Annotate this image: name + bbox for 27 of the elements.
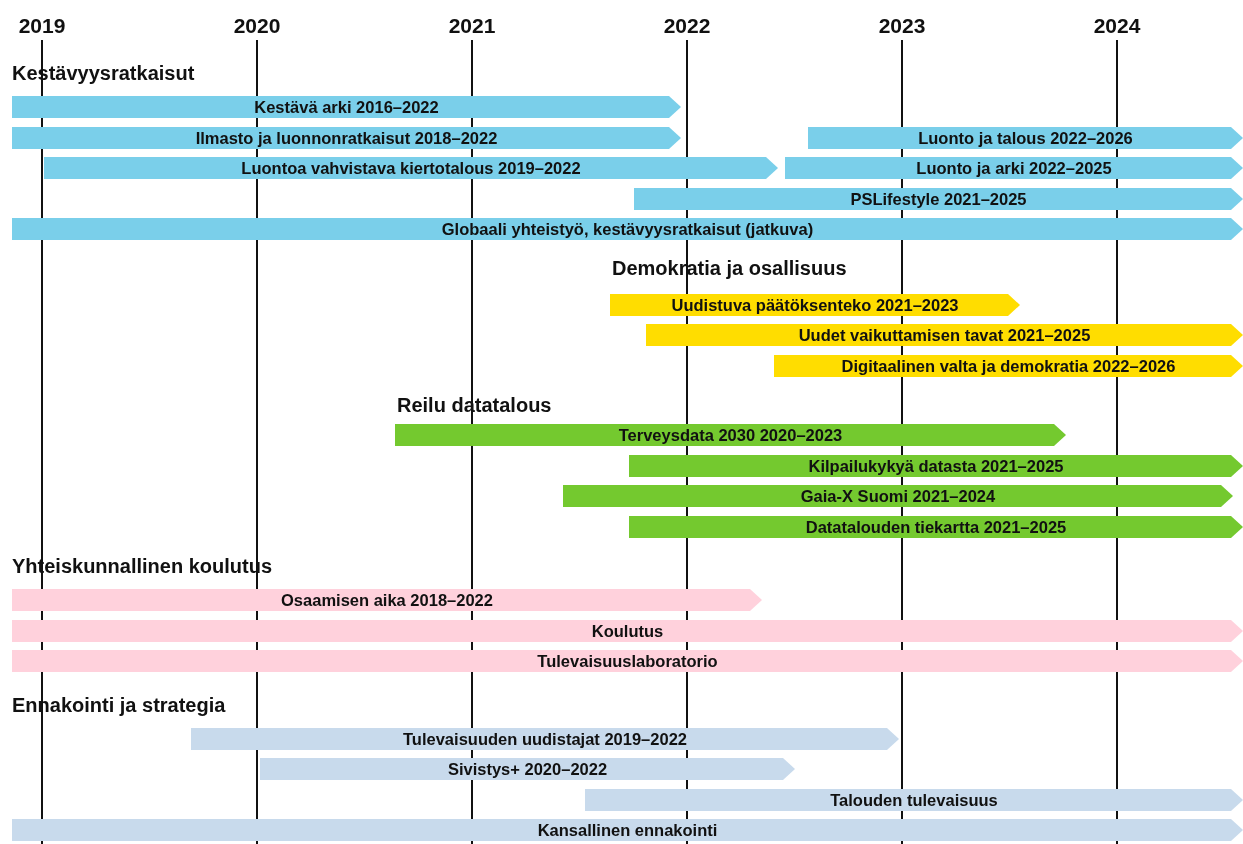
timeline-bar: PSLifestyle 2021–2025 xyxy=(634,188,1243,210)
year-label: 2023 xyxy=(878,14,926,38)
timeline-bar: Kestävä arki 2016–2022 xyxy=(12,96,681,118)
timeline-bar: Osaamisen aika 2018–2022 xyxy=(12,589,762,611)
timeline-bar: Datatalouden tiekartta 2021–2025 xyxy=(629,516,1243,538)
timeline-bar: Terveysdata 2030 2020–2023 xyxy=(395,424,1066,446)
timeline-bar: Uudet vaikuttamisen tavat 2021–2025 xyxy=(646,324,1243,346)
timeline-bar: Luonto ja arki 2022–2025 xyxy=(785,157,1243,179)
timeline-bar: Kilpailukykyä datasta 2021–2025 xyxy=(629,455,1243,477)
timeline-bar: Luonto ja talous 2022–2026 xyxy=(808,127,1243,149)
timeline-bar: Koulutus xyxy=(12,620,1243,642)
timeline-bar: Luontoa vahvistava kiertotalous 2019–2022 xyxy=(44,157,778,179)
year-label: 2019 xyxy=(18,14,66,38)
timeline-bar: Sivistys+ 2020–2022 xyxy=(260,758,795,780)
timeline-bar: Kansallinen ennakointi xyxy=(12,819,1243,841)
year-label: 2020 xyxy=(233,14,281,38)
timeline-bar: Uudistuva päätöksenteko 2021–2023 xyxy=(610,294,1020,316)
timeline-bar: Gaia-X Suomi 2021–2024 xyxy=(563,485,1233,507)
timeline-bar: Globaali yhteistyö, kestävyysratkaisut (jatkuva) xyxy=(12,218,1243,240)
timeline-bar: Tulevaisuuslaboratorio xyxy=(12,650,1243,672)
year-label: 2021 xyxy=(448,14,496,38)
timeline-bar: Tulevaisuuden uudistajat 2019–2022 xyxy=(191,728,899,750)
year-label: 2024 xyxy=(1093,14,1141,38)
year-label: 2022 xyxy=(663,14,711,38)
timeline-bar: Digitaalinen valta ja demokratia 2022–2026 xyxy=(774,355,1243,377)
timeline-bar: Talouden tulevaisuus xyxy=(585,789,1243,811)
timeline-bar: Ilmasto ja luonnonratkaisut 2018–2022 xyxy=(12,127,681,149)
